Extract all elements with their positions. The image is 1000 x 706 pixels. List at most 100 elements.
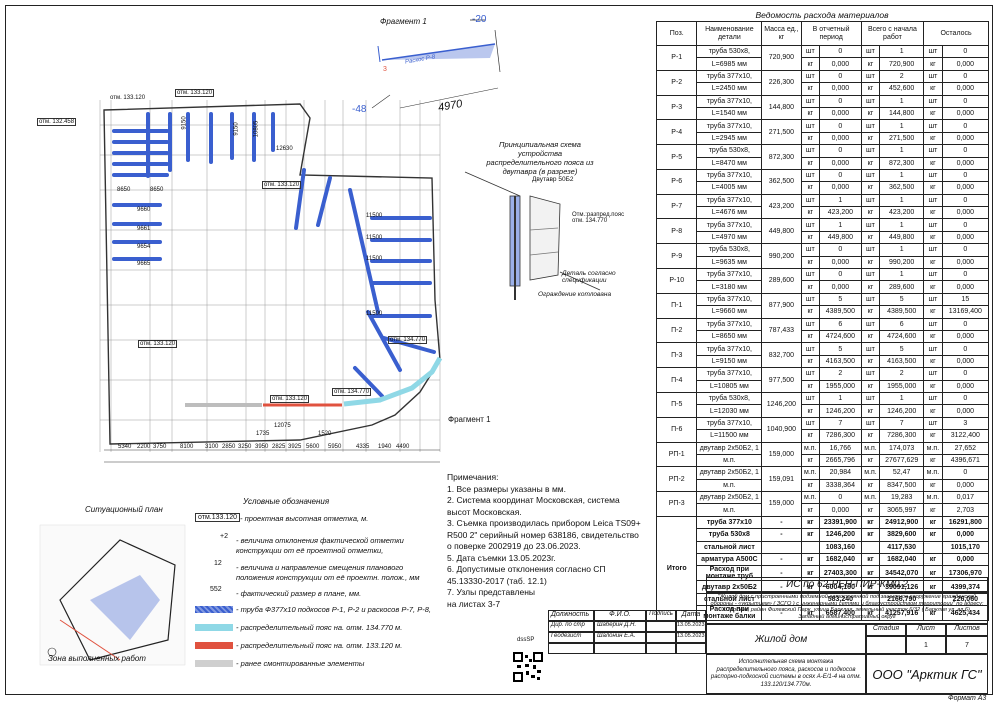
cell-u1: шт xyxy=(800,317,821,332)
cell-u2: шт xyxy=(860,391,881,406)
cell-u1: шт xyxy=(800,391,821,406)
cell-k1: 1955,000 xyxy=(819,379,862,393)
total-name: труба 377х10 xyxy=(696,515,763,530)
legend-sym-0: отм.133.120 xyxy=(195,513,241,522)
cell-name: труба 377х10, xyxy=(696,367,763,381)
cell-mass: 977,500 xyxy=(761,367,802,393)
cell-pos: П-4 xyxy=(655,367,698,393)
sign-header: Подпись xyxy=(646,610,676,621)
cell-v3: 0 xyxy=(941,317,990,332)
dim-m-3: 9661 xyxy=(137,226,151,232)
cell-mass: 1040,900 xyxy=(761,416,802,443)
elev-mark-7: отм. 134.770 xyxy=(332,388,372,396)
person2-date: 13.05.2023 xyxy=(676,632,706,643)
cell-w3: кг xyxy=(923,429,943,443)
cell-u2: шт xyxy=(860,416,881,431)
dim-m-7: 12630 xyxy=(276,146,293,152)
dim-b-3: 8100 xyxy=(180,444,194,450)
cell-w1: кг xyxy=(800,181,821,195)
cell-k2: 990,200 xyxy=(879,255,925,270)
cell-w2: кг xyxy=(860,329,881,344)
cell-w1: кг xyxy=(800,453,821,468)
cell-k1: 4163,500 xyxy=(819,354,862,369)
cell-w1: кг xyxy=(800,156,821,170)
dim-b-8: 2825 xyxy=(272,444,286,450)
cell-k3: 0,000 xyxy=(941,82,990,96)
dim-m-16: 1520 xyxy=(318,431,332,437)
hdr-left: Осталось xyxy=(923,21,989,46)
dvutavr-label: Двутавр 50Б2 xyxy=(532,176,574,183)
frag-dim-bottom: -48 xyxy=(352,104,367,115)
cell-k2: 1955,000 xyxy=(879,379,925,393)
elev-mark-5: отм. 133.120 xyxy=(270,395,310,403)
total-unit-1: кг xyxy=(800,515,821,530)
total-period: 583,240 xyxy=(819,592,862,607)
notes-line-1: 2. Система координат Московская, система xyxy=(447,495,620,505)
cell-k1: 1246,200 xyxy=(819,404,862,418)
cell-k3: 0,000 xyxy=(941,379,990,393)
cell-k3: 0,000 xyxy=(941,404,990,418)
hdr-period: В отчетный период xyxy=(800,21,862,46)
cell-name: труба 377х10, xyxy=(696,416,763,431)
cell-v3: 0 xyxy=(941,168,990,183)
cell-k1: 0,000 xyxy=(819,82,862,96)
cell-u2: шт xyxy=(860,144,881,158)
cell-mass: 159,000 xyxy=(761,491,802,517)
cell-u1: шт xyxy=(800,292,821,307)
cell-w1: кг xyxy=(800,106,821,121)
cell-k1: 0,000 xyxy=(819,503,862,517)
cell-w1: кг xyxy=(800,478,821,493)
cell-w3: кг xyxy=(923,82,943,96)
cell-w3: кг xyxy=(923,453,943,468)
legend-swatch-gray xyxy=(195,660,233,667)
total-name: арматура А500С xyxy=(696,552,763,567)
cell-name: труба 377х10, xyxy=(696,292,763,307)
person1-name: Шаберин Д.Н. xyxy=(594,621,646,632)
total-mass: - xyxy=(761,528,802,542)
cell-u3: м.п. xyxy=(923,491,943,505)
cell-u1: шт xyxy=(800,44,821,59)
cell-name: двутавр 2х50Б2, 1 xyxy=(696,466,763,480)
hdr-pos: Поз. xyxy=(655,21,698,46)
cell-mass: 872,300 xyxy=(761,144,802,170)
notes-line-6: 5. Дата съемки 13.05.2023г. xyxy=(447,552,556,563)
stage-label: Стадия xyxy=(866,624,906,636)
cell-u3: шт xyxy=(923,342,943,356)
cell-k2: 271,500 xyxy=(879,131,925,146)
cell-u1: шт xyxy=(800,218,821,232)
fence-note: Ограждение котлована xyxy=(538,291,612,298)
cell-pos: П-5 xyxy=(655,391,698,418)
date-header: Дата xyxy=(676,610,706,621)
cell-u1: шт xyxy=(800,119,821,133)
total-unit-2: кг xyxy=(860,528,881,542)
total-unit-1 xyxy=(800,540,821,555)
cell-k3: 2,703 xyxy=(941,503,990,517)
cell-w3: кг xyxy=(923,280,943,294)
cell-k1: 0,000 xyxy=(819,106,862,121)
cell-w3: кг xyxy=(923,329,943,344)
legend-text-1: - величина отклонения фактической отметк… xyxy=(236,536,404,555)
cell-pos: Р-8 xyxy=(655,218,698,245)
dim-m-8: 11500 xyxy=(366,213,383,219)
cell-name: труба 377х10, xyxy=(696,193,763,208)
cell-k2: 289,600 xyxy=(879,280,925,294)
person2-sign xyxy=(646,632,676,643)
cell-v2: 1 xyxy=(879,268,925,282)
cell-v2: 19,283 xyxy=(879,491,925,505)
cell-u1: шт xyxy=(800,94,821,108)
notes-line-9: 7. Узлы представлены xyxy=(447,587,536,597)
person1-role: Дир. по стр xyxy=(548,621,594,632)
elev-mark-4: отм. 133.120 xyxy=(138,340,178,348)
total-mass xyxy=(761,592,802,607)
cell-u3: шт xyxy=(923,119,943,133)
cell-v2: 1 xyxy=(879,193,925,208)
cell-k1: 0,000 xyxy=(819,181,862,195)
cell-mass: 423,200 xyxy=(761,193,802,220)
